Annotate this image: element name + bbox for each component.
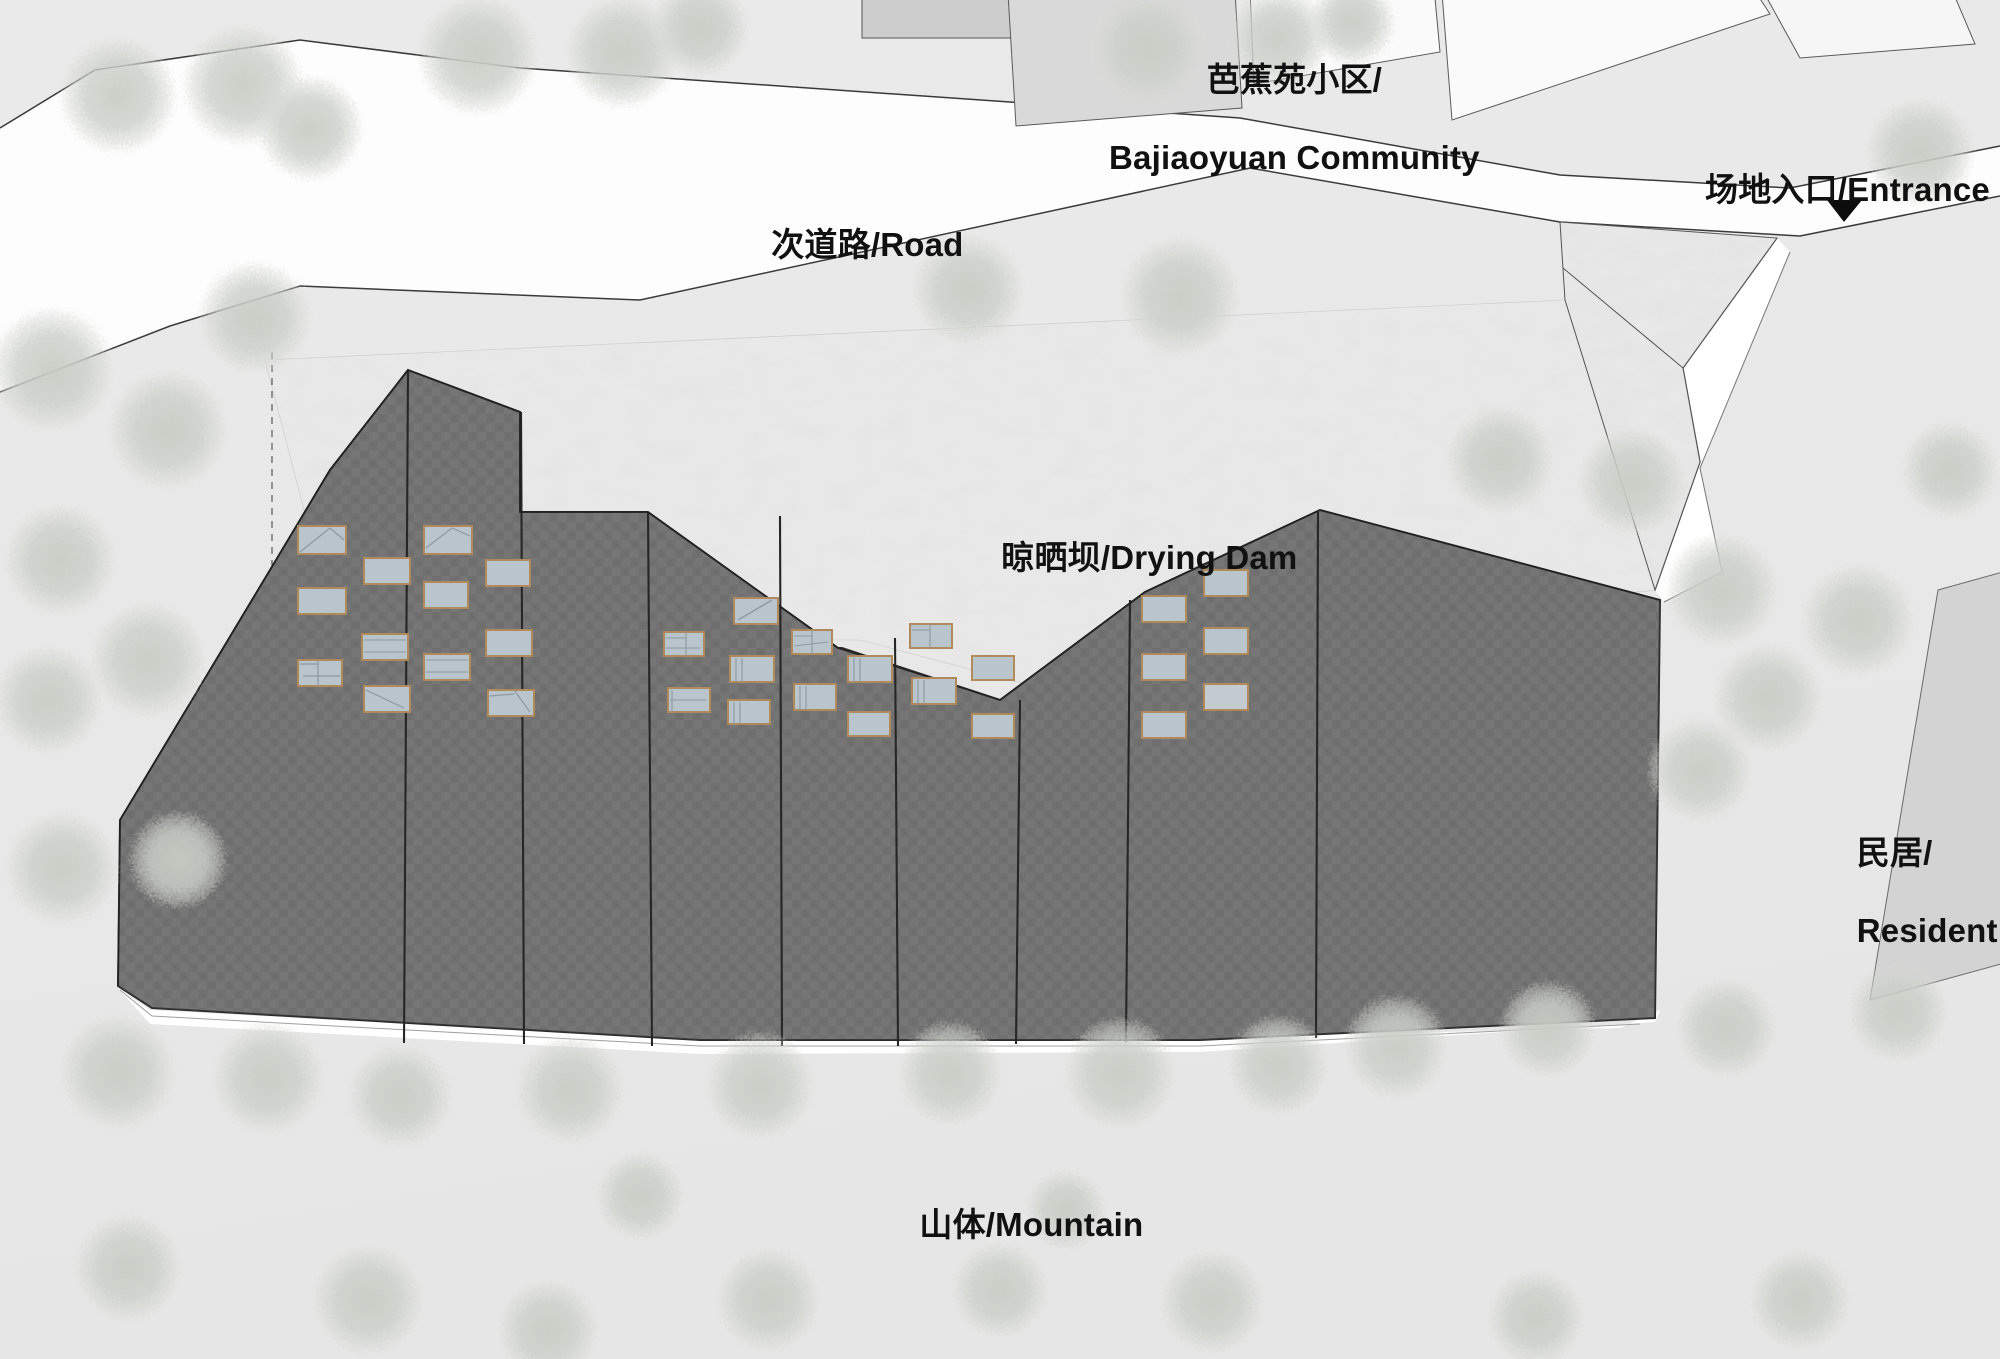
- resident-building: [1869, 572, 2000, 1001]
- label-road-text: 次道路/Road: [771, 225, 964, 263]
- label-resident-en: Resident: [1856, 911, 1998, 949]
- community-block: [1767, 0, 1976, 59]
- label-drying-dam: 晾晒坝/Drying Dam: [983, 500, 1298, 578]
- label-entrance-text: 场地入口/Entrance: [1705, 170, 1990, 208]
- label-community-cn: 芭蕉苑小区/: [1206, 60, 1383, 98]
- label-mountain: 山体/Mountain: [901, 1167, 1144, 1245]
- roof-skylights: [297, 525, 1249, 739]
- label-mountain-text: 山体/Mountain: [919, 1205, 1144, 1243]
- label-community-en: Bajiaoyuan Community: [1109, 138, 1480, 176]
- label-site-entrance: 场地入口/Entrance: [1520, 132, 1990, 210]
- label-secondary-road: 次道路/Road: [752, 187, 963, 265]
- entrance-direction-marker: [1827, 200, 1862, 222]
- community-block: [1442, 0, 1771, 121]
- entrance-plaza: [1559, 221, 1778, 592]
- label-resident-cn: 民居/: [1856, 833, 1933, 871]
- label-resident: 民居/ Resident: [1838, 795, 1998, 951]
- main-building-roof: [116, 368, 1662, 1047]
- label-drying-dam-text: 晾晒坝/Drying Dam: [1001, 538, 1298, 576]
- label-bajiaoyuan-community: 芭蕉苑小区/ Bajiaoyuan Community: [1090, 22, 1480, 178]
